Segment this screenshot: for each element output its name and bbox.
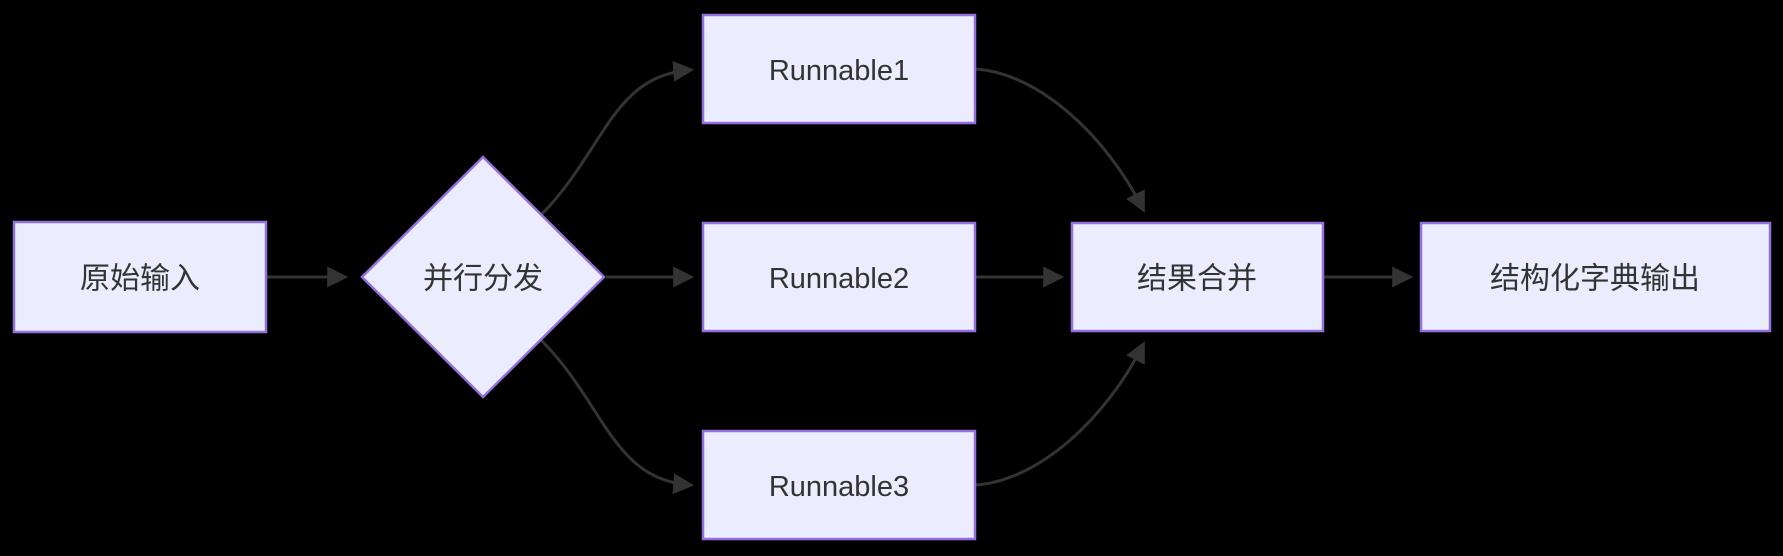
- node-structured-dict-output-label: 结构化字典输出: [1490, 263, 1700, 296]
- node-runnable3-shape: [701, 429, 977, 541]
- node-runnable1-shape: [701, 13, 977, 125]
- edge-runnable3-to-merge: [974, 341, 1145, 487]
- node-original-input: 原始输入: [12, 220, 268, 334]
- node-structured-dict-output: 结构化字典输出: [1419, 221, 1772, 333]
- node-runnable1: Runnable1: [701, 13, 977, 125]
- node-result-merge-label: 结果合并: [1137, 263, 1257, 296]
- node-result-merge: 结果合并: [1070, 221, 1325, 333]
- edge-runnable1-to-merge: [974, 67, 1145, 213]
- node-structured-dict-output-shape: [1419, 221, 1772, 333]
- node-runnable2-shape: [701, 221, 977, 333]
- edge-dispatch-to-runnable1: [539, 60, 695, 217]
- node-runnable3: Runnable3: [701, 429, 977, 541]
- node-runnable3-label: Runnable3: [769, 471, 909, 503]
- node-runnable2: Runnable2: [701, 221, 977, 333]
- node-runnable1-label: Runnable1: [769, 55, 909, 87]
- node-parallel-dispatch-label: 并行分发: [423, 263, 543, 296]
- edge-dispatch-to-runnable3: [539, 338, 695, 495]
- node-parallel-dispatch: 并行分发: [360, 155, 606, 399]
- node-original-input-label: 原始输入: [80, 263, 200, 296]
- node-original-input-shape: [12, 220, 268, 334]
- node-parallel-dispatch-shape: [360, 155, 606, 399]
- node-result-merge-shape: [1070, 221, 1325, 333]
- node-runnable2-label: Runnable2: [769, 263, 909, 295]
